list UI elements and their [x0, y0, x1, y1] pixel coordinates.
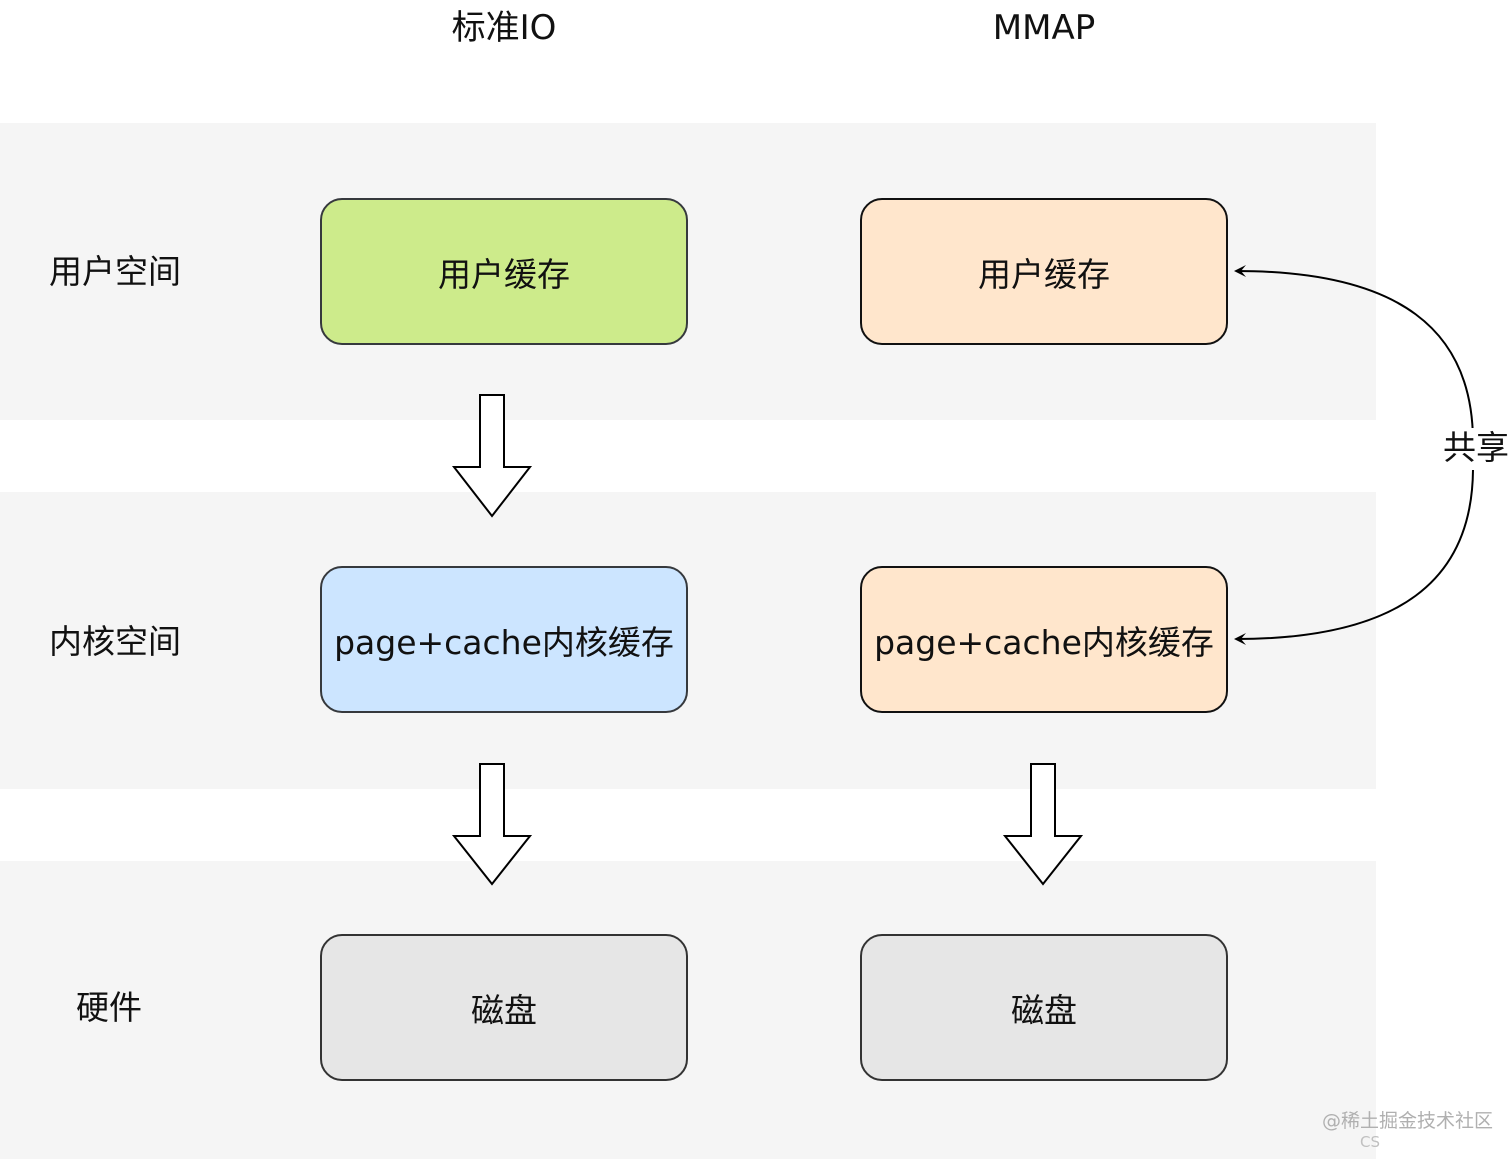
std-disk-box: 磁盘: [320, 934, 688, 1081]
std-page-cache-label: page+cache内核缓存: [334, 622, 674, 662]
row-label-kernel-space: 内核空间: [49, 622, 181, 661]
std-user-to-cache-arrow: [451, 394, 533, 518]
column-title-standard-io: 标准IO: [451, 8, 557, 48]
mmap-disk-label: 磁盘: [1011, 990, 1077, 1030]
share-curve-top: [1234, 265, 1474, 441]
share-label: 共享: [1441, 428, 1511, 468]
mmap-cache-to-disk-arrow: [1002, 763, 1084, 886]
watermark-text: @稀土掘金技术社区: [1322, 1110, 1494, 1132]
watermark-subtext: CS: [1360, 1133, 1380, 1151]
mmap-user-buffer-label: 用户缓存: [978, 254, 1110, 294]
std-page-cache-box: page+cache内核缓存: [320, 566, 688, 713]
std-cache-to-disk-arrow: [451, 763, 533, 886]
mmap-disk-box: 磁盘: [860, 934, 1228, 1081]
mmap-user-buffer-box: 用户缓存: [860, 198, 1228, 345]
row-label-user-space: 用户空间: [49, 252, 181, 291]
row-label-hardware: 硬件: [76, 988, 142, 1027]
mmap-page-cache-box: page+cache内核缓存: [860, 566, 1228, 713]
column-title-mmap: MMAP: [992, 8, 1096, 48]
std-user-buffer-box: 用户缓存: [320, 198, 688, 345]
std-user-buffer-label: 用户缓存: [438, 254, 570, 294]
share-curve-bottom: [1234, 469, 1474, 645]
std-disk-label: 磁盘: [471, 990, 537, 1030]
mmap-page-cache-label: page+cache内核缓存: [874, 622, 1214, 662]
